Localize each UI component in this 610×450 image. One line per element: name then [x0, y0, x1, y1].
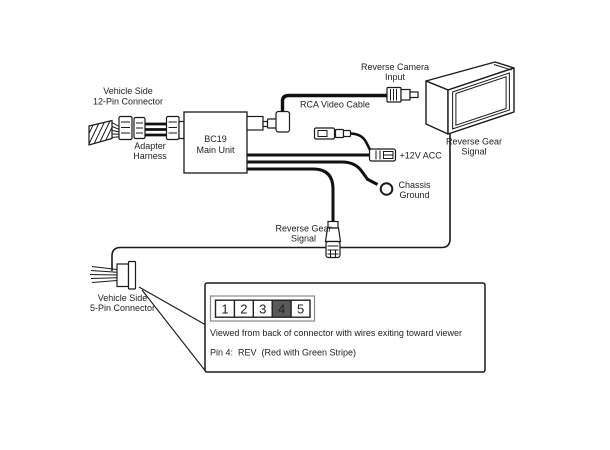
svg-text:Input: Input: [385, 72, 406, 82]
label-reverse-gear-signal-head-unit: Reverse Gear Signal: [446, 137, 502, 157]
label-chassis-ground: Chassis Ground: [398, 180, 431, 200]
svg-text:Harness: Harness: [133, 151, 167, 161]
pin-3-label: 3: [259, 302, 266, 317]
pin-2-label: 2: [240, 302, 247, 317]
chassis-ground-lug: [366, 177, 394, 199]
svg-text:Vehicle Side: Vehicle Side: [98, 293, 148, 303]
acc-spade-terminal: [368, 148, 397, 162]
vehicle-12pin-connector: [118, 115, 133, 141]
inline-power-connector: [313, 127, 372, 152]
label-vehicle-12pin: Vehicle Side 12-Pin Connector: [93, 86, 163, 107]
svg-text:Signal: Signal: [461, 147, 486, 157]
pin-4-label: 4: [278, 302, 285, 317]
adapter-harness-connector: [133, 116, 146, 140]
adapter-to-unit-connector: [165, 115, 185, 141]
bc19-label-line1: BC19: [204, 134, 227, 144]
label-reverse-camera-input: Reverse Camera Input: [361, 62, 429, 82]
connector-pin-diagram: 1 2 3 4 5: [209, 295, 316, 322]
rca-video-cable-wire: [280, 93, 387, 112]
adapter-harness-wires: [145, 122, 167, 137]
label-12v-acc: +12V ACC: [400, 151, 443, 161]
vehicle-12pin-cable: [88, 119, 113, 146]
head-unit-monitor: [425, 61, 515, 135]
rca-plug: [386, 86, 419, 103]
bc19-label-line2: Main Unit: [196, 145, 235, 155]
wire-chassis-ground: [247, 160, 370, 181]
right-angle-rca-plug: [266, 110, 291, 133]
vehicle-12pin-fan-wires: [111, 122, 120, 138]
vehicle-5pin-connector: [116, 260, 137, 290]
pin-1-label: 1: [221, 302, 228, 317]
pin-5-label: 5: [297, 302, 304, 317]
svg-text:Chassis: Chassis: [398, 180, 431, 190]
vehicle-5pin-fan-wires: [89, 266, 118, 283]
leader-line-upper: [138, 286, 206, 325]
leader-line-lower: [141, 289, 206, 371]
label-adapter-harness: Adapter Harness: [133, 141, 167, 161]
pin-info-box: 1 2 3 4 5 Viewed from back of connector …: [204, 282, 486, 373]
svg-text:Signal: Signal: [291, 234, 316, 244]
bc19-main-unit-box: BC19 Main Unit: [183, 111, 248, 174]
svg-text:Adapter: Adapter: [134, 141, 166, 151]
svg-text:Reverse Gear: Reverse Gear: [446, 137, 502, 147]
reverse-gear-bullet-connector: [324, 220, 342, 259]
head-unit-reverse-gear-wire: [111, 134, 451, 271]
label-rca-video-cable: RCA Video Cable: [300, 100, 370, 110]
pin-4-highlight: [272, 300, 292, 318]
label-vehicle-5pin: Vehicle Side 5-Pin Connector: [90, 293, 155, 313]
info-view-note: Viewed from back of connector with wires…: [210, 328, 462, 338]
wire-reverse-gear-out: [247, 167, 335, 224]
label-reverse-gear-signal-main-unit: Reverse Gear Signal: [275, 224, 331, 244]
bc19-video-out-connector: [246, 115, 269, 131]
svg-text:12-Pin Connector: 12-Pin Connector: [93, 97, 163, 107]
svg-text:Reverse Gear: Reverse Gear: [275, 224, 331, 234]
svg-text:Reverse Camera: Reverse Camera: [361, 62, 429, 72]
svg-text:5-Pin Connector: 5-Pin Connector: [90, 303, 155, 313]
svg-text:Vehicle Side: Vehicle Side: [103, 86, 153, 96]
svg-text:Ground: Ground: [399, 190, 429, 200]
info-pin-assignment: Pin 4: REV (Red with Green Stripe): [210, 348, 356, 358]
